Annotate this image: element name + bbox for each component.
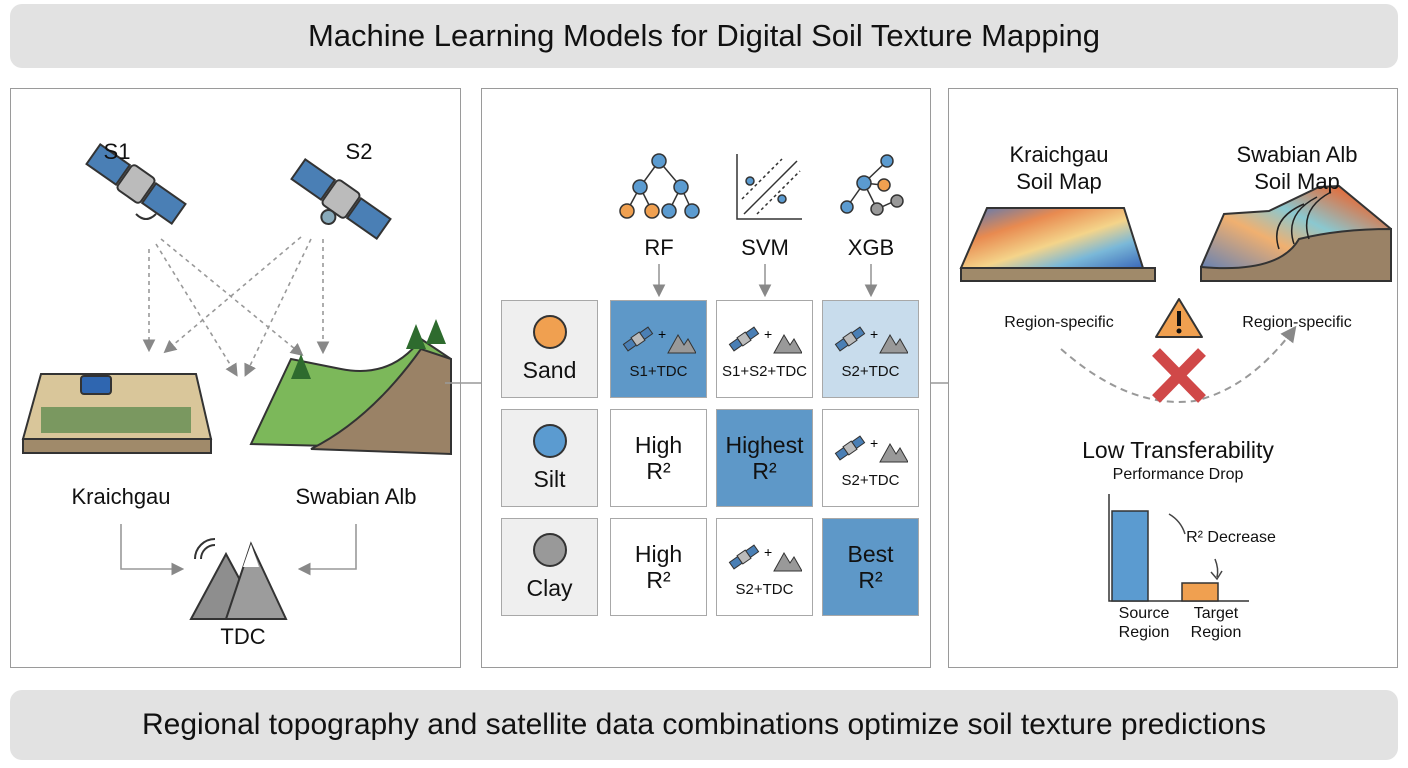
model-svm: SVM	[741, 235, 789, 260]
svm-plot-icon	[736, 154, 802, 220]
svg-text:+: +	[870, 326, 878, 342]
result-line1: High	[634, 432, 683, 458]
result-line1: Highest	[725, 432, 804, 458]
svg-text:+: +	[764, 544, 772, 560]
data-sources-graphic	[21, 142, 452, 620]
map2-title-line1: Swabian Alb	[1236, 142, 1358, 167]
swabian-alb-soil-map	[1200, 184, 1392, 282]
satellite-s1-icon	[85, 142, 187, 226]
model-rf: RF	[644, 235, 674, 260]
texture-label: Clay	[526, 575, 573, 601]
result-cell: + S1+TDC	[610, 300, 707, 398]
texture-dot-icon	[532, 533, 567, 567]
title: Machine Learning Models for Digital Soil…	[307, 18, 1101, 53]
source-line1: Source	[1118, 605, 1170, 622]
target-line2: Region	[1190, 624, 1242, 641]
combo-label: S1+S2+TDC	[721, 362, 808, 380]
satellite-plus-mountain-icon: +	[834, 435, 908, 462]
models-panel: RF SVM XGB Sand + S1+TDC + S1+S2+TDC + S2+TDC S…	[481, 88, 931, 668]
radar-dish-icon	[135, 213, 157, 220]
data-sources-panel: S1 S2 Kraichgau Swabian Alb TDC	[10, 88, 461, 668]
target-line1: Target	[1193, 605, 1239, 622]
s2-label: S2	[345, 139, 373, 164]
r2-bar-chart	[1108, 494, 1249, 602]
result-line1: Best	[847, 541, 894, 567]
result-cell: + S2+TDC	[716, 518, 813, 616]
texture-label: Silt	[533, 466, 566, 492]
swabian-alb-label: Swabian Alb	[295, 484, 417, 509]
region-specific-1: Region-specific	[1004, 314, 1114, 331]
svg-text:+: +	[870, 435, 878, 451]
bar-source-region	[1111, 510, 1149, 602]
texture-clay: Clay	[501, 518, 598, 616]
footer-text: Regional topography and satellite data c…	[142, 708, 1266, 741]
texture-silt: Silt	[501, 409, 598, 507]
swabian-alb-illustration	[249, 319, 452, 456]
result-line2: R²	[646, 458, 671, 484]
bar-target-region	[1181, 582, 1219, 602]
decrease-arrow	[1168, 513, 1223, 581]
performance-drop-label: Performance Drop	[1112, 466, 1244, 483]
xgboost-graph-icon	[840, 154, 904, 216]
kraichgau-field-illustration	[21, 373, 213, 454]
footer-bar: Regional topography and satellite data c…	[10, 690, 1398, 760]
combo-label: S2+TDC	[841, 362, 900, 380]
satellite-plus-mountain-icon: +	[834, 326, 908, 353]
low-transferability-label: Low Transferability	[1082, 437, 1274, 463]
map2-title-line2: Soil Map	[1254, 169, 1340, 194]
svg-text:+: +	[764, 326, 772, 342]
r2-decrease-label: R² Decrease	[1186, 529, 1276, 546]
kraichgau-label: Kraichgau	[71, 484, 171, 509]
map1-title-line1: Kraichgau	[1009, 142, 1109, 167]
combo-label: S2+TDC	[735, 580, 794, 598]
model-icons	[619, 153, 904, 298]
combo-label: S1+TDC	[629, 362, 688, 380]
texture-dot-icon	[532, 315, 567, 349]
result-line2: R²	[858, 567, 883, 593]
result-line1: High	[634, 541, 683, 567]
texture-sand: Sand	[501, 300, 598, 398]
svg-text:+: +	[658, 326, 666, 342]
warning-icon	[1155, 298, 1203, 338]
satellite-plus-mountain-icon: +	[728, 544, 802, 571]
cross-fail-icon	[1152, 348, 1206, 403]
result-line2: R²	[752, 458, 777, 484]
combo-label: S2+TDC	[841, 471, 900, 489]
region-specific-2: Region-specific	[1242, 314, 1352, 331]
tdc-mountain-icon	[189, 538, 288, 620]
tractor-icon	[80, 375, 112, 395]
s1-label: S1	[103, 139, 131, 164]
soil-maps-graphic	[959, 184, 1392, 602]
result-line2: R²	[646, 567, 671, 593]
result-cell: + S1+S2+TDC	[716, 300, 813, 398]
satellite-s2-icon	[290, 157, 392, 241]
kraichgau-soil-map	[959, 207, 1156, 282]
texture-dot-icon	[532, 424, 567, 458]
satellite-plus-mountain-icon: +	[622, 326, 696, 353]
model-xgb: XGB	[847, 235, 895, 260]
source-line2: Region	[1118, 624, 1170, 641]
result-cell: + S2+TDC	[822, 300, 919, 398]
title-bar: Machine Learning Models for Digital Soil…	[10, 4, 1398, 68]
texture-label: Sand	[522, 357, 577, 383]
satellite-plus-mountain-icon: +	[728, 326, 802, 353]
random-forest-tree-icon	[619, 153, 700, 219]
map1-title-line2: Soil Map	[1016, 169, 1102, 194]
tdc-label: TDC	[220, 624, 266, 649]
result-cell: + S2+TDC	[822, 409, 919, 507]
